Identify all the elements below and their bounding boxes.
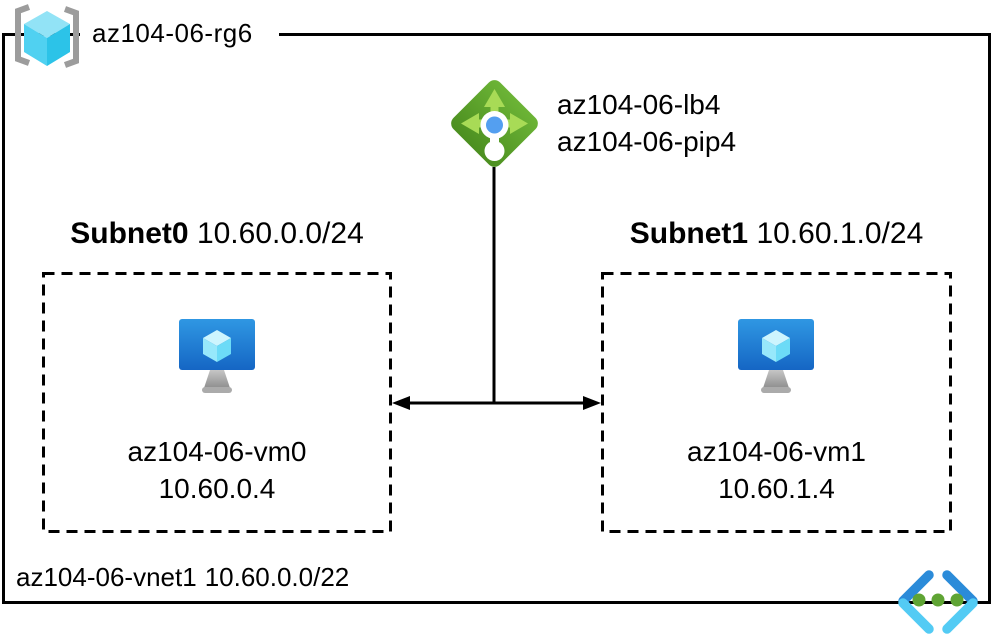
subnet1-name-label: Subnet1	[629, 217, 749, 250]
subnet0-name-label: Subnet0	[70, 217, 189, 250]
rg-cube-right-face	[47, 24, 70, 66]
vm0-name-label: az104-06-vm0	[127, 436, 307, 467]
double-arrow-right-head	[583, 396, 601, 410]
resource-group-label: az104-06-rg6	[80, 17, 279, 49]
subnet1-box	[601, 272, 952, 533]
load-balancer-labels: az104-06-lb4 az104-06-pip4	[557, 86, 736, 160]
virtual-network-icon	[898, 570, 978, 634]
vm0-ip-label: 10.60.0.4	[158, 473, 276, 504]
vnet-bracket-left-lower	[898, 598, 934, 634]
lb-arrow-up-head	[484, 89, 505, 107]
virtual-machine-icon	[738, 319, 814, 393]
double-arrow-left-head	[392, 396, 410, 410]
rg-bracket-left-icon	[15, 4, 31, 66]
vnet-dot-1	[912, 593, 926, 607]
public-ip-name-label: az104-06-pip4	[557, 126, 737, 157]
vm1-ip-label: 10.60.1.4	[718, 473, 835, 504]
vnet-cidr-label: 10.60.0.0/22	[204, 562, 350, 592]
virtual-machine-icon	[179, 319, 255, 393]
vm-stand	[763, 370, 789, 388]
lb-pin-bottom-circle	[484, 141, 505, 161]
resource-group-icon	[15, 4, 79, 68]
vm-cube-right-face	[776, 338, 790, 362]
vnet-dot-2	[931, 593, 945, 607]
vm-stand-base	[202, 387, 232, 393]
resource-group-box	[2, 33, 991, 604]
vnet-bracket-right-upper	[942, 570, 978, 606]
vnet-dot-3	[950, 593, 964, 607]
lb-pin-blue-dot	[486, 116, 503, 134]
lb-arrow-left-head	[461, 113, 479, 134]
subnet0-box	[42, 272, 392, 533]
load-balancer-name-label: az104-06-lb4	[557, 89, 721, 120]
vm-stand-base	[761, 387, 791, 393]
vm-cube-left-face	[762, 338, 776, 362]
vm0-labels: az104-06-vm0 10.60.0.4	[42, 433, 392, 507]
vnet-bracket-right-lower	[942, 598, 978, 634]
subnet0-cidr-label: 10.60.0.0/24	[196, 217, 364, 250]
vm-cube-left-face	[203, 338, 217, 362]
rg-cube-left-face	[24, 24, 47, 66]
vm-cube-right-face	[217, 338, 231, 362]
rg-cube-top-face	[24, 11, 70, 38]
vm1-name-label: az104-06-vm1	[687, 436, 866, 467]
lb-arrow-right-head	[510, 113, 528, 134]
subnet1-cidr-label: 10.60.1.0/24	[756, 217, 924, 250]
vm-stand	[204, 370, 230, 388]
rg-bracket-right-icon	[63, 6, 79, 68]
vnet-name-label: az104-06-vnet1	[16, 562, 197, 592]
vnet-bracket-left-upper	[898, 570, 934, 606]
subnet1-label: Subnet1 10.60.1.0/24	[601, 217, 952, 251]
subnet0-label: Subnet0 10.60.0.0/24	[42, 217, 392, 251]
vm1-labels: az104-06-vm1 10.60.1.4	[601, 433, 952, 507]
load-balancer-icon	[451, 80, 538, 167]
